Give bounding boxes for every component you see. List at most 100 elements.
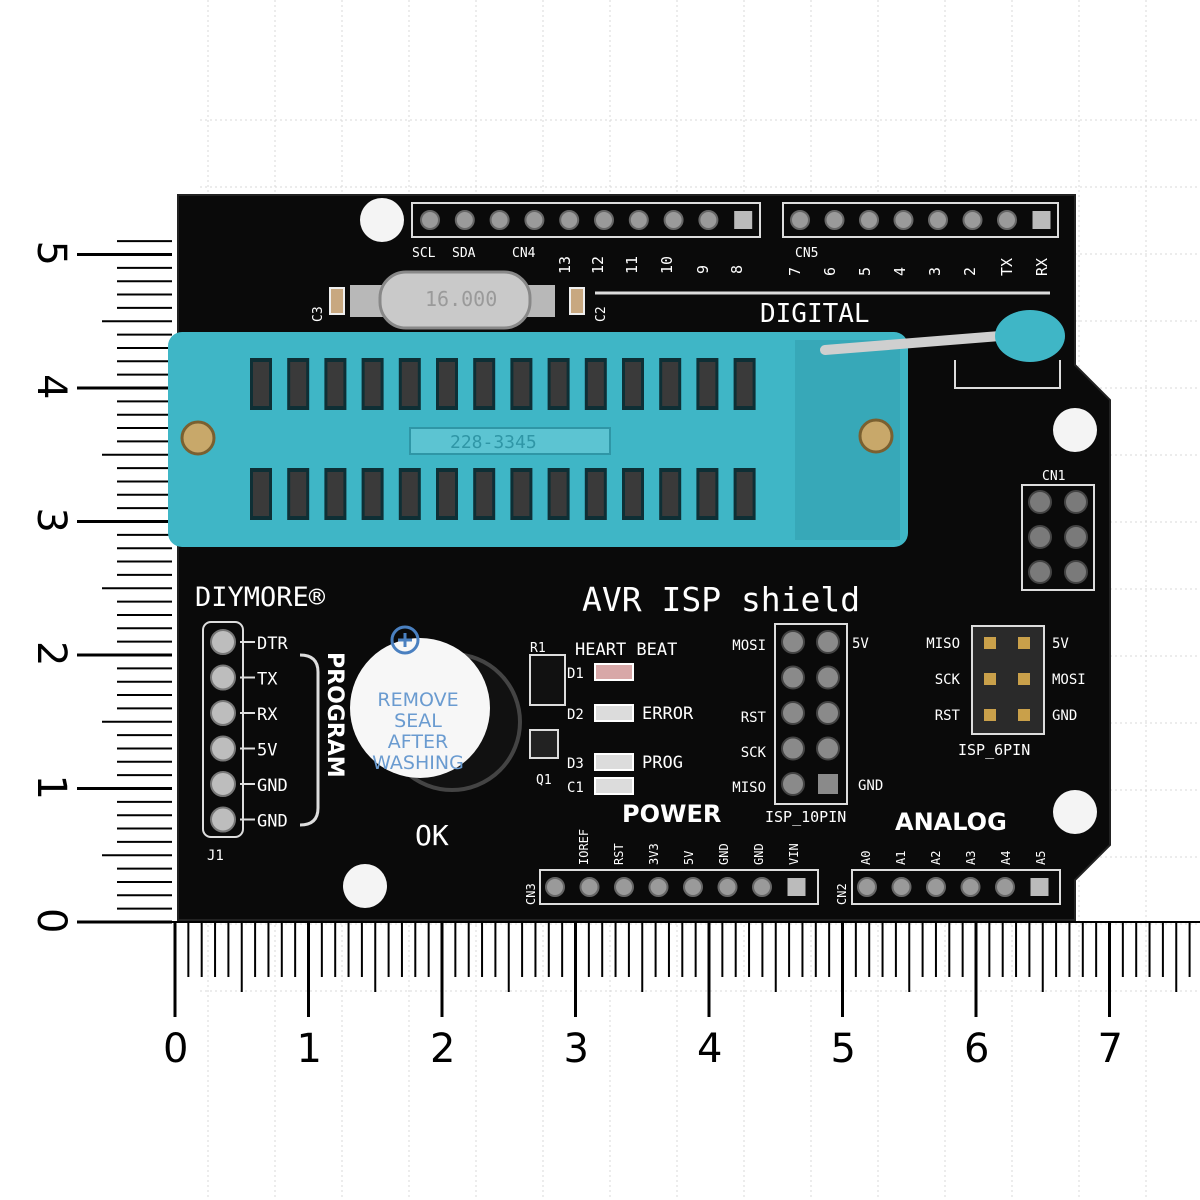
- cn2-label: CN2: [835, 883, 849, 905]
- pin-label: DTR: [257, 634, 288, 654]
- header-pin: [210, 771, 236, 797]
- c3-label: C3: [311, 306, 326, 322]
- header-pin: [1030, 878, 1049, 896]
- cn1-pins: [1028, 490, 1088, 584]
- header-pin: [859, 210, 879, 230]
- header-pin: [663, 210, 684, 230]
- zif-contact: [736, 362, 753, 406]
- led-label: HEART BEAT: [575, 640, 677, 660]
- header-pin: [1064, 525, 1088, 549]
- resistor-array-r1: [529, 654, 566, 706]
- zif-lever-knob[interactable]: [995, 310, 1065, 362]
- header-pin: [1018, 709, 1030, 721]
- pin-label: 5V: [852, 636, 869, 652]
- pin-label: 5V: [257, 741, 277, 761]
- header-pin: [1064, 490, 1088, 514]
- cn1-label: CN1: [1042, 469, 1065, 484]
- pin-label: 6: [821, 267, 839, 276]
- ruler-x-label: 6: [964, 1026, 989, 1072]
- transistor-q1: [529, 729, 559, 759]
- header-pin: [984, 709, 996, 721]
- header-pin: [210, 664, 236, 691]
- header-cn5-pins: [790, 210, 1051, 230]
- header-pin: [891, 877, 912, 897]
- zif-contact: [327, 472, 344, 516]
- header-pin: [1028, 560, 1052, 584]
- header-pin: [995, 877, 1015, 897]
- ruler-x-label: 7: [1098, 1026, 1123, 1072]
- header-pin: [1028, 490, 1052, 514]
- pin-label: SCK: [935, 672, 961, 688]
- zif-contact: [401, 362, 418, 406]
- pin-label: 11: [623, 256, 641, 274]
- pin-label: VIN: [787, 843, 801, 865]
- pin-label: TX: [257, 670, 278, 690]
- pin-label: RST: [935, 708, 961, 724]
- ruler-x-label: 5: [831, 1026, 856, 1072]
- header-pin: [928, 210, 948, 230]
- led: [594, 777, 634, 795]
- ruler-x-label: 4: [697, 1026, 722, 1072]
- zif-contact: [625, 472, 641, 516]
- header-pin: [1018, 637, 1030, 649]
- header-pin: [1018, 673, 1030, 685]
- header-isp10: [774, 623, 848, 805]
- pin-label: GND: [1052, 708, 1077, 724]
- zif-contact: [699, 362, 716, 406]
- header-pin: [614, 877, 634, 897]
- j1-pins: [210, 629, 255, 833]
- ruler-x-label: 0: [163, 1026, 188, 1072]
- mounting-hole-right-bottom: [1053, 790, 1097, 834]
- sticker-text: WASHING: [372, 752, 464, 774]
- isp6-pins: [984, 637, 1030, 721]
- header-pin: [984, 673, 996, 685]
- led-label: PROG: [642, 753, 683, 773]
- cap-c2: [569, 287, 585, 315]
- zif-top-row: [250, 358, 756, 410]
- analog-label: ANALOG: [895, 808, 1007, 836]
- header-pin: [1028, 525, 1052, 549]
- plus-icon: [390, 625, 420, 655]
- pin-label: A1: [894, 851, 908, 865]
- zif-contact: [476, 362, 493, 406]
- header-pin: [781, 701, 805, 725]
- pin-label: MISO: [926, 636, 960, 652]
- header-pin: [628, 210, 649, 230]
- header-pin: [893, 210, 914, 230]
- zif-screw-left: [180, 420, 216, 456]
- pin-label: 12: [589, 256, 607, 274]
- header-cn2-pins: [857, 877, 1049, 897]
- digital-label: DIGITAL: [760, 299, 870, 329]
- zif-contact: [290, 472, 307, 516]
- zif-contact: [513, 362, 530, 406]
- zif-contact: [401, 472, 418, 516]
- zif-contact: [253, 362, 269, 406]
- program-bracket: [299, 653, 320, 827]
- header-pin: [683, 877, 703, 897]
- sticker-text: REMOVE: [377, 689, 458, 711]
- zif-contact: [439, 362, 455, 406]
- zif-contact: [513, 472, 530, 516]
- header-pin: [818, 774, 838, 794]
- pin-label: SDA: [452, 246, 476, 261]
- pin-label: A2: [929, 851, 943, 865]
- pin-label: MISO: [732, 780, 766, 796]
- header-pin: [579, 877, 600, 897]
- header-cn2: [851, 869, 1061, 905]
- zif-contact: [736, 472, 753, 516]
- zif-lever: [820, 331, 1005, 355]
- pin-label: RST: [612, 843, 626, 865]
- zif-label-plate: [409, 427, 611, 455]
- header-j1: [202, 621, 244, 838]
- led-ref: D3: [567, 756, 584, 772]
- zif-contact: [625, 362, 641, 406]
- pin-label: 3V3: [647, 843, 661, 865]
- isp10-name: ISP_10PIN: [765, 808, 846, 826]
- pin-label: 5V: [682, 851, 696, 865]
- header-pin: [816, 736, 840, 761]
- pin-label: 2: [961, 267, 979, 276]
- header-pin: [781, 630, 805, 654]
